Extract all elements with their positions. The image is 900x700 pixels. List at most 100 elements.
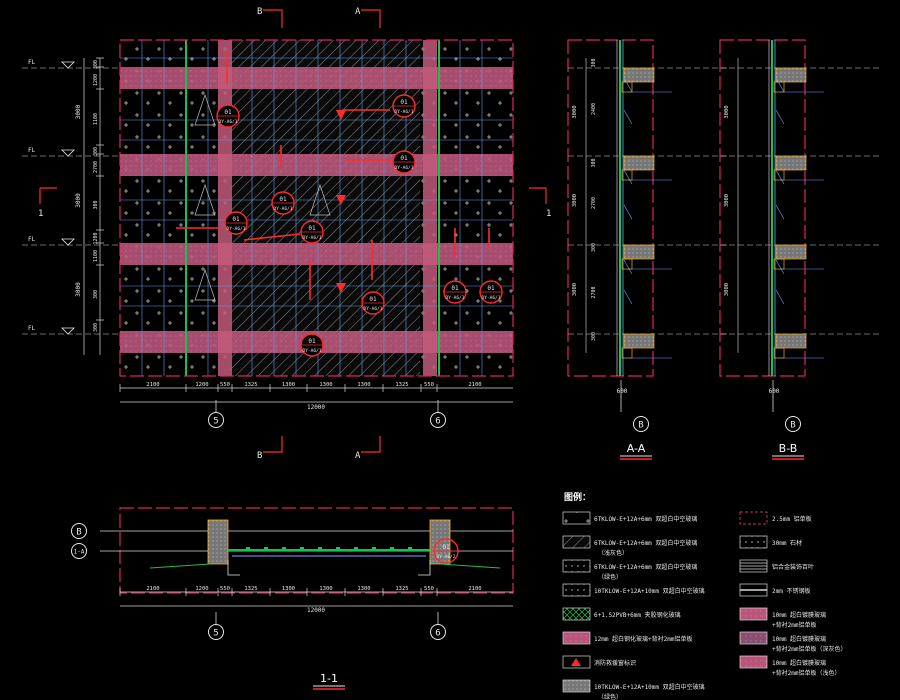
- section-dim: 3000: [572, 194, 578, 207]
- legend-item-sublabel: （绿色）: [598, 573, 622, 581]
- elevation-dim-inner: 1100: [93, 113, 99, 125]
- plan-dim: 1325: [244, 586, 257, 592]
- elevation-total-width: 12000: [307, 404, 325, 411]
- legend-swatch: [739, 511, 768, 525]
- legend-swatch: [562, 679, 591, 693]
- section-dim-inner: 300: [591, 243, 597, 252]
- elevation-outline: [119, 39, 514, 377]
- plan-dim: 1200: [195, 586, 208, 592]
- elevation-dim-bottom: 1325: [244, 382, 257, 388]
- legend-item-label: 12mm 超白钢化玻璃+背衬2mm铝单板: [594, 635, 693, 643]
- legend-item-label: 2mm 不锈钢板: [772, 587, 810, 595]
- axis-bubble-5: [208, 412, 224, 428]
- axis-label-5-plan: 5: [213, 629, 218, 639]
- elevation-dim-bottom: 550: [424, 382, 434, 388]
- section-marker-a-bottom: A: [355, 451, 361, 461]
- callout-reference: DY-A6/1: [303, 348, 322, 354]
- callout-reference: DY-A6/1: [446, 295, 465, 301]
- legend-item-label: 6+1.52PVB+6mm 夹胶钢化玻璃: [594, 611, 681, 619]
- section-dim-inner: 300: [591, 158, 597, 167]
- plan-dim: 1300: [357, 586, 370, 592]
- section-dim: 3000: [724, 105, 730, 118]
- legend-swatch: [739, 607, 768, 621]
- section-dim: 3000: [572, 105, 578, 118]
- callout-number: 01: [400, 155, 408, 162]
- axis-label-1a-plan: 1-A: [74, 549, 85, 556]
- legend-item-label: 10TKLOW-E+12A+10mm 双超白中空玻璃: [594, 587, 705, 595]
- legend-swatch: [562, 583, 591, 597]
- legend-item-sublabel: +背衬2mm铝单板（浅色）: [772, 669, 840, 677]
- elevation-dim-bottom: 2100: [146, 382, 159, 388]
- legend-swatch: [562, 607, 591, 621]
- elevation-dim-outer: 3000: [75, 104, 82, 119]
- callout-reference: DY-A6/1: [227, 226, 246, 232]
- section-marker-a-top: A: [355, 7, 361, 17]
- legend-title: 图例：: [564, 491, 591, 503]
- axis-bubble-b-plan: [71, 523, 87, 539]
- legend-swatch: [562, 559, 591, 573]
- elevation-dim-inner: 2700: [93, 161, 99, 173]
- callout-reference: DY-A6/1: [395, 109, 414, 115]
- fire-rescue-markers: [336, 110, 346, 293]
- level-tag: FL: [28, 59, 36, 66]
- elevation-dim-inner: 1100: [93, 250, 99, 262]
- plan-callout-ref: DY-A6/2: [437, 554, 456, 560]
- axis-label-6: 6: [435, 417, 440, 427]
- callout-number: 01: [279, 196, 287, 203]
- elevation-dim-bottom: 1325: [395, 382, 408, 388]
- elevation-left-dimensions: 3000300030003001200110030027003001200110…: [75, 57, 104, 355]
- legend-item-label: 消防救援窗标识: [594, 659, 636, 667]
- legend-item-label: 6TKLOW-E+12A+6mm 双超白中空玻璃: [594, 515, 697, 523]
- section-marker-1-right: 1: [546, 209, 551, 219]
- elevation-dim-outer: 3000: [75, 282, 82, 297]
- plan-callout-num: 01: [442, 544, 450, 551]
- callout-number: 01: [308, 338, 316, 345]
- plan-dim: 1325: [395, 586, 408, 592]
- axis-bubble-5-plan: [208, 624, 224, 640]
- callout-reference: DY-A6/1: [364, 306, 383, 312]
- legend-item-label: 10TKLOW-E+12A+10mm 双超白中空玻璃: [594, 683, 705, 691]
- legend-item-sublabel: （浅灰色）: [598, 549, 628, 557]
- section-marker-1-left: 1: [38, 209, 43, 219]
- elevation-dim-outer: 3000: [75, 193, 82, 208]
- elevation-dim-inner: 300: [93, 290, 99, 299]
- level-tag: FL: [28, 236, 36, 243]
- plan-dim: 2100: [468, 586, 481, 592]
- plan-total-width: 12000: [307, 607, 325, 614]
- section-dim: 3000: [572, 283, 578, 296]
- plan-dim: 1300: [319, 586, 332, 592]
- legend-item-sublabel: （绿色）: [598, 693, 622, 700]
- elevation-dim-inner: 300: [93, 323, 99, 332]
- legend-item-sublabel: +背衬2mm铝单板: [772, 621, 816, 629]
- legend-swatch: [562, 535, 591, 549]
- legend-item-label: 10mm 超白镀膜玻璃: [772, 635, 826, 643]
- callout-number: 01: [308, 225, 316, 232]
- legend-item-sublabel: +背衬2mm铝单板（深灰色）: [772, 645, 846, 653]
- plan-column-left: [207, 519, 229, 565]
- callout-reference: DY-A6/1: [482, 295, 501, 301]
- elevation-dim-bottom: 1200: [195, 382, 208, 388]
- section-dim: 3000: [724, 194, 730, 207]
- axis-label-b-aa: B: [638, 421, 643, 431]
- plan-dim: 550: [220, 586, 230, 592]
- callout-reference: DY-A6/1: [274, 206, 293, 212]
- callout-number: 01: [224, 109, 232, 116]
- section-dim-inner: 2700: [591, 286, 597, 298]
- elevation-view: 01DY-A6/101DY-A6/101DY-A6/101DY-A6/101DY…: [22, 7, 551, 461]
- section-aa-details: [568, 40, 728, 376]
- plan-dim: 1300: [282, 586, 295, 592]
- section-marker-b-top: B: [257, 7, 262, 17]
- callout-number: 01: [451, 285, 459, 292]
- level-tag: FL: [28, 325, 36, 332]
- section-bb-bottom-dim: 600: [769, 388, 780, 395]
- legend-swatch: [562, 655, 591, 669]
- axis-label-5: 5: [213, 417, 218, 427]
